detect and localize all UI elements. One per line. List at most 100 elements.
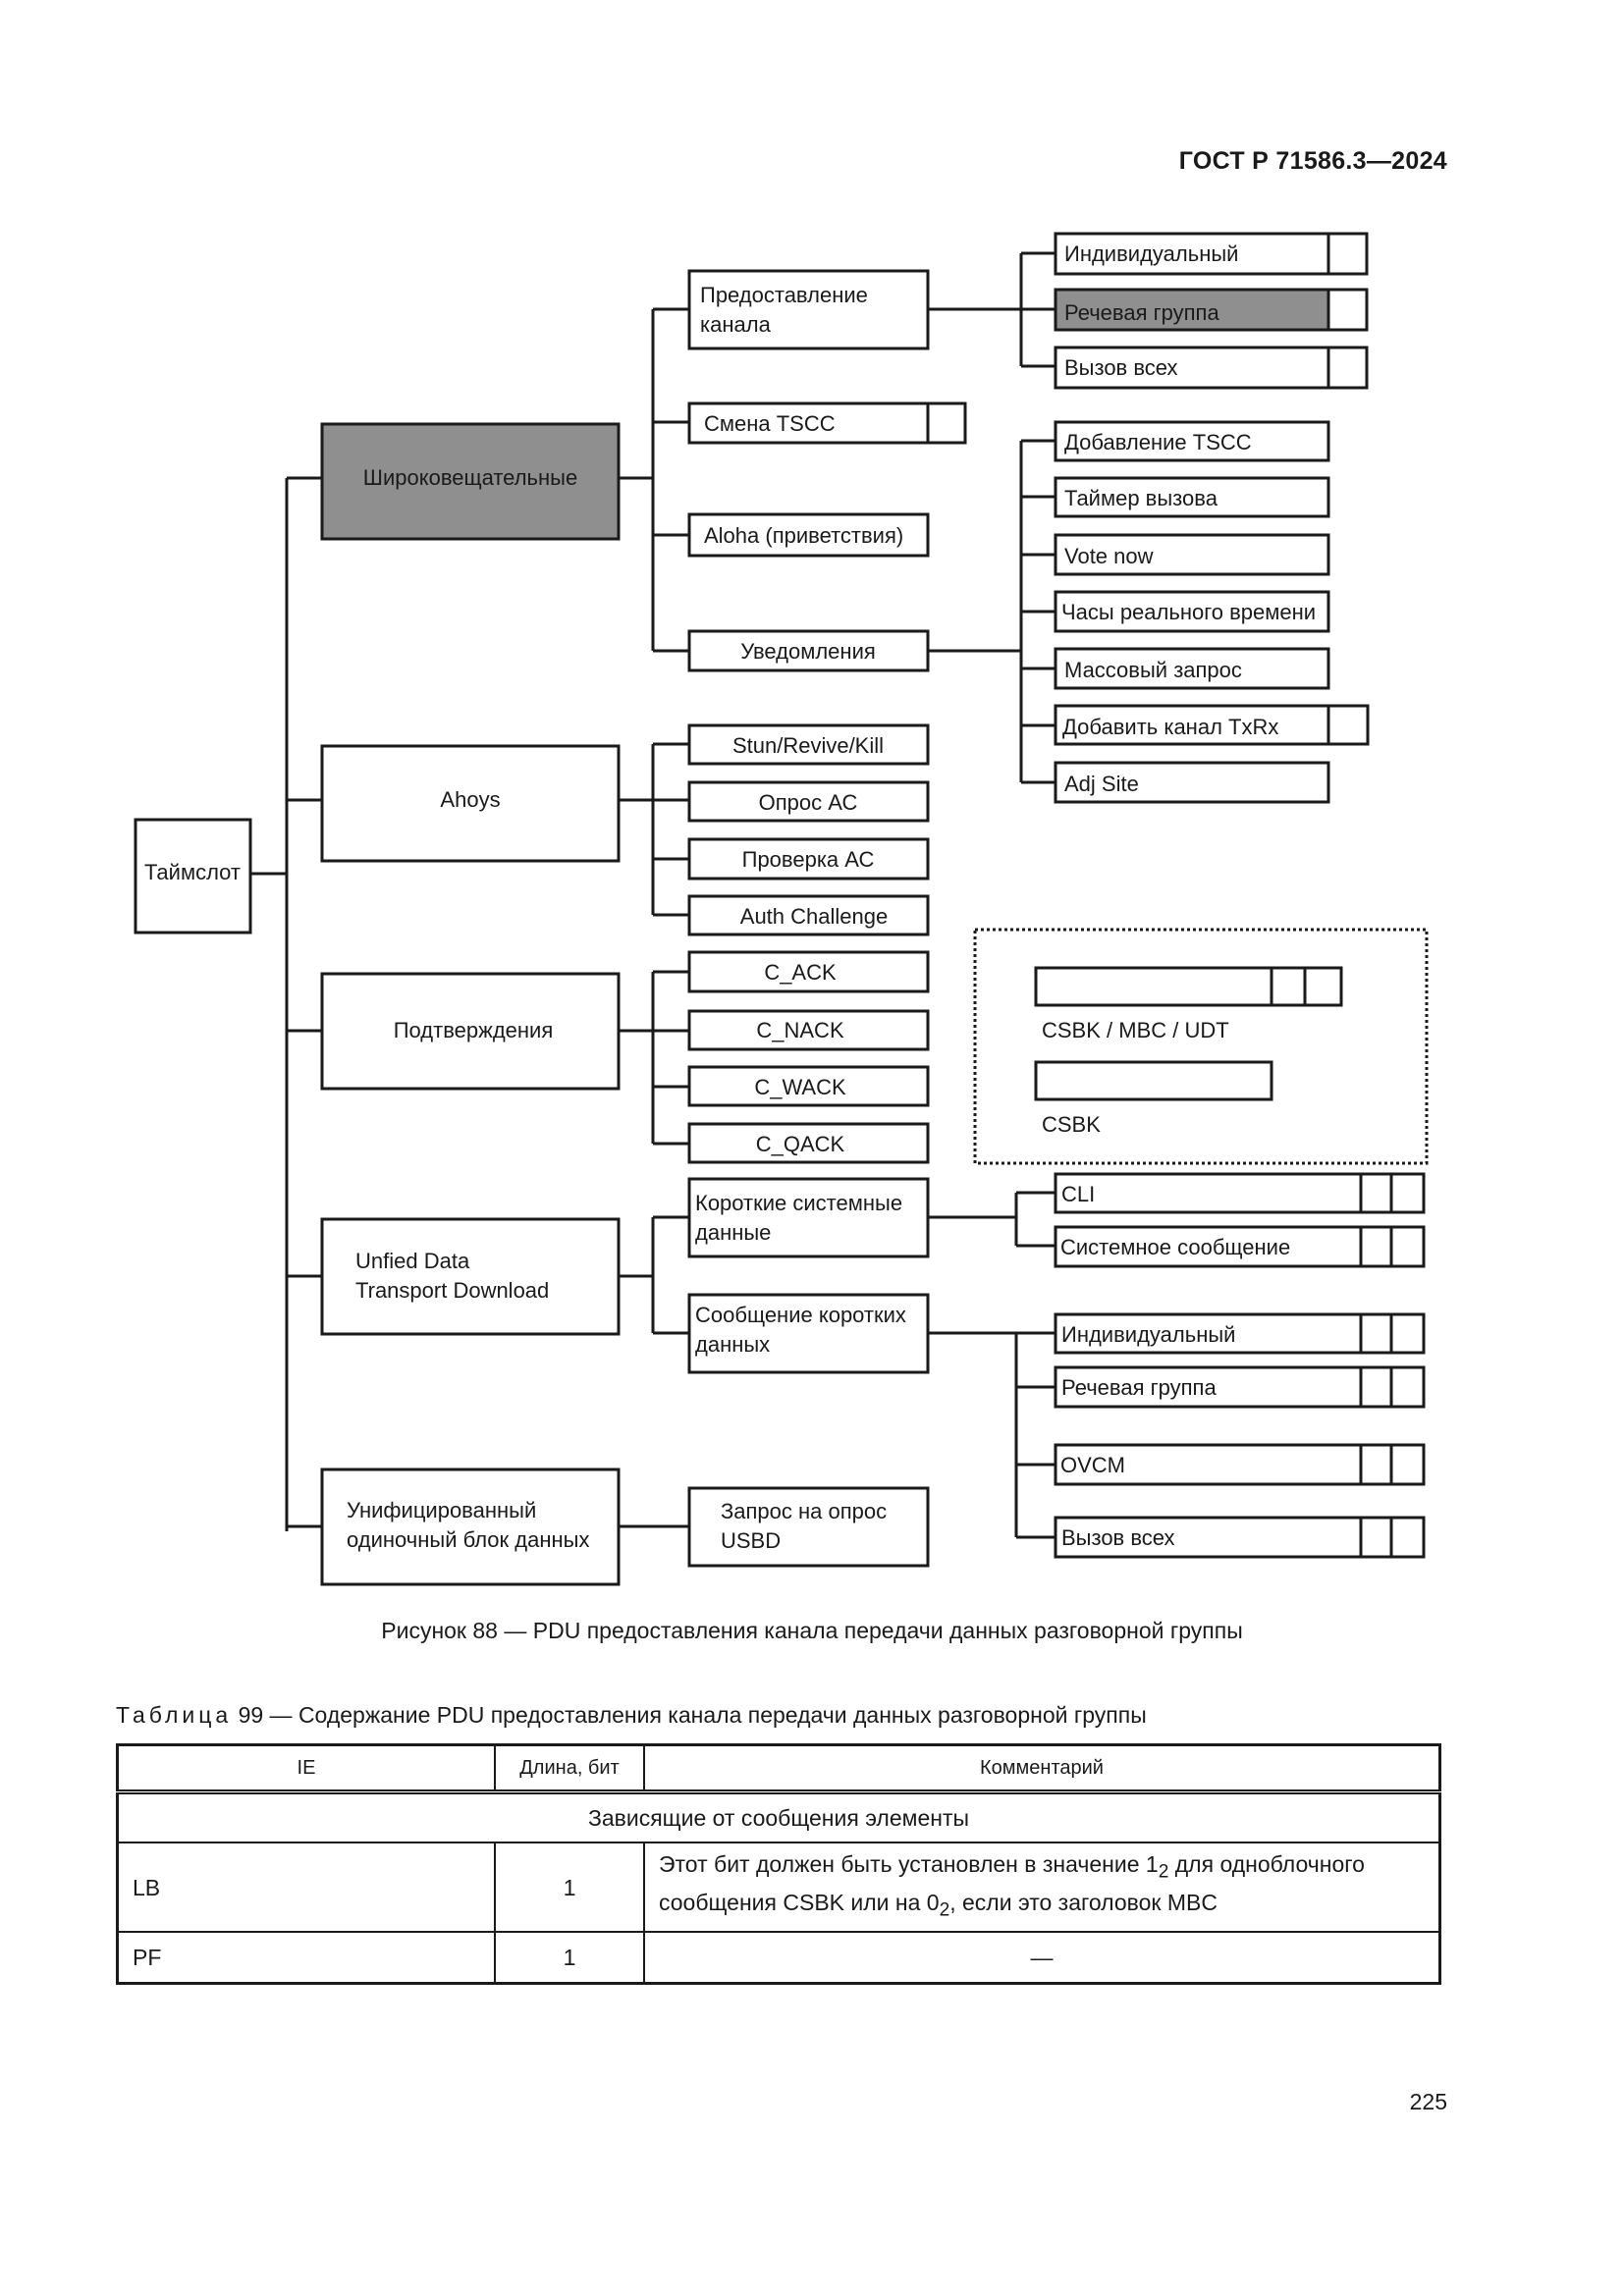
box-label: Stun/Revive/Kill bbox=[732, 733, 884, 758]
svg-text:Сообщение коротких данны: Сообщение коротких данных bbox=[695, 1303, 912, 1357]
box-sd-talkgroup: Речевая группа bbox=[1054, 1365, 1426, 1409]
table-title: Таблица 99 — Содержание PDU предоставлен… bbox=[116, 1702, 1147, 1729]
box-vote-now: Vote now bbox=[1054, 533, 1330, 576]
subscript: 2 bbox=[939, 1899, 950, 1921]
box-auth-challenge: Auth Challenge bbox=[687, 894, 930, 936]
box-label-line: данных bbox=[695, 1332, 770, 1357]
box-short-data-message: Сообщение коротких данных bbox=[687, 1293, 930, 1374]
box-label: Подтверждения bbox=[394, 1018, 554, 1042]
pdu-content-table: IE Длина, бит Комментарий Зависящие от с… bbox=[116, 1743, 1441, 1986]
box-label: C_ACK bbox=[764, 960, 837, 985]
box-label: Unfied Data Transport Download bbox=[355, 1249, 549, 1303]
subscript: 2 bbox=[1158, 1861, 1169, 1883]
connector-lines bbox=[250, 251, 1056, 1539]
box-call-timer: Таймер вызова bbox=[1054, 476, 1330, 518]
box-timeslot: Таймслот bbox=[134, 818, 252, 934]
figure-caption: Рисунок 88 — PDU предоставления канала п… bbox=[381, 1618, 1243, 1643]
cell-ie: LB bbox=[116, 1841, 496, 1934]
box-c-wack: C_WACK bbox=[687, 1065, 930, 1107]
box-label: Индивидуальный bbox=[1064, 241, 1238, 266]
box-label-line: Короткие системные bbox=[695, 1191, 902, 1215]
box-label-line: Запрос на опрос bbox=[721, 1499, 887, 1523]
svg-text:Короткие системные данны: Короткие системные данные bbox=[695, 1191, 908, 1245]
comment-text: сообщения CSBK или на 0 bbox=[659, 1889, 940, 1915]
box-label: Добавление TSCC bbox=[1064, 430, 1252, 454]
box-label: Часы реального времени bbox=[1061, 600, 1316, 624]
box-channel-grant: Предоставление канала bbox=[687, 269, 930, 350]
document-id: ГОСТ Р 71586.3—2024 bbox=[1178, 147, 1447, 175]
box-aloha: Aloha (приветствия) bbox=[687, 512, 930, 558]
cell-comment: — bbox=[643, 1931, 1441, 1985]
box-unified-single-block: Унифицированный одиночный блок данных bbox=[320, 1468, 621, 1586]
cell-ie: PF bbox=[116, 1931, 496, 1985]
header-comment: Комментарий bbox=[643, 1743, 1441, 1793]
legend: CSBK / MBC / UDT CSBK bbox=[973, 928, 1429, 1165]
box-label: C_QACK bbox=[756, 1132, 845, 1156]
table-title-text: 99 — Содержание PDU предоставления канал… bbox=[238, 1702, 1147, 1728]
box-label: Опрос АС bbox=[759, 790, 858, 815]
box-label: Vote now bbox=[1064, 544, 1154, 568]
group-label: Зависящие от сообщения элементы bbox=[116, 1790, 1441, 1843]
table-row: LB 1 Этот бит должен быть установлен в з… bbox=[116, 1841, 1441, 1934]
box-tscc-change: Смена TSCC bbox=[687, 401, 967, 445]
box-label: Унифицированный одиночный блок данных bbox=[347, 1498, 589, 1552]
box-label: C_WACK bbox=[754, 1075, 846, 1099]
table-header-row: IE Длина, бит Комментарий bbox=[116, 1743, 1441, 1793]
svg-text:Предоставление канала: Предоставление канала bbox=[700, 283, 874, 337]
box-ms-check: Проверка АС bbox=[687, 837, 930, 881]
box-sd-individual: Индивидуальный bbox=[1054, 1312, 1426, 1355]
box-cg-talkgroup: Речевая группа bbox=[1054, 288, 1369, 332]
box-short-system-data: Короткие системные данные bbox=[687, 1177, 930, 1258]
box-label-line: канала bbox=[700, 312, 772, 337]
box-notifications: Уведомления bbox=[687, 629, 930, 672]
box-label: Добавить канал TxRx bbox=[1062, 715, 1278, 739]
box-add-txrx: Добавить канал TxRx bbox=[1054, 704, 1370, 746]
header-length: Длина, бит bbox=[494, 1743, 645, 1793]
box-label: CLI bbox=[1061, 1182, 1095, 1206]
box-cg-allcall: Вызов всех bbox=[1054, 346, 1369, 390]
table-row: PF 1 — bbox=[116, 1931, 1441, 1985]
box-adj-site: Adj Site bbox=[1054, 761, 1330, 804]
svg-text:Запрос на опрос USBD: Запрос на опрос USBD bbox=[721, 1499, 893, 1553]
pdu-tree-diagram: Таймслот Широковещательные Ahoys Подтвер… bbox=[134, 232, 1429, 1586]
box-label: Речевая группа bbox=[1064, 300, 1219, 325]
box-label-line: Unfied Data bbox=[355, 1249, 470, 1273]
box-label: Речевая группа bbox=[1061, 1375, 1217, 1400]
box-stun-revive-kill: Stun/Revive/Kill bbox=[687, 723, 930, 766]
legend-label-csbk: CSBK bbox=[1042, 1112, 1101, 1137]
box-label: Широковещательные bbox=[363, 465, 577, 490]
cell-length: 1 bbox=[494, 1841, 645, 1934]
box-label: Проверка АС bbox=[742, 847, 875, 872]
table-title-word: Таблица bbox=[116, 1702, 233, 1728]
legend-label-csbk-mbc-udt: CSBK / MBC / UDT bbox=[1042, 1018, 1229, 1042]
box-label: Массовый запрос bbox=[1064, 658, 1242, 682]
box-label: C_NACK bbox=[756, 1018, 844, 1042]
box-label: Вызов всех bbox=[1064, 355, 1178, 380]
box-c-nack: C_NACK bbox=[687, 1009, 930, 1051]
box-ahoys: Ahoys bbox=[320, 744, 621, 863]
box-c-qack: C_QACK bbox=[687, 1122, 930, 1164]
box-label: Системное сообщение bbox=[1060, 1235, 1290, 1259]
box-usbd-poll-request: Запрос на опрос USBD bbox=[687, 1486, 930, 1568]
box-label: Таймслот bbox=[144, 860, 241, 884]
box-broadcast: Широковещательные bbox=[320, 422, 621, 541]
box-sd-allcall: Вызов всех bbox=[1054, 1516, 1426, 1559]
box-ovcm: OVCM bbox=[1054, 1443, 1426, 1486]
box-ms-poll: Опрос АС bbox=[687, 780, 930, 823]
box-system-message: Системное сообщение bbox=[1054, 1225, 1426, 1268]
box-label-line: данные bbox=[695, 1220, 771, 1245]
box-c-ack: C_ACK bbox=[687, 950, 930, 993]
box-label-line: одиночный блок данных bbox=[347, 1527, 589, 1552]
comment-text: , если это заголовок MBC bbox=[949, 1889, 1218, 1915]
box-label: OVCM bbox=[1060, 1453, 1125, 1477]
box-label: Adj Site bbox=[1064, 772, 1139, 796]
box-mass-request: Массовый запрос bbox=[1054, 647, 1330, 690]
box-label: Уведомления bbox=[740, 639, 876, 664]
box-cli: CLI bbox=[1054, 1172, 1426, 1214]
comment-text: Этот бит должен быть установлен в значен… bbox=[659, 1851, 1159, 1877]
box-udt-download: Unfied Data Transport Download bbox=[320, 1217, 621, 1336]
box-cg-individual: Индивидуальный bbox=[1054, 232, 1369, 276]
box-label-line: Унифицированный bbox=[347, 1498, 536, 1522]
box-label: Индивидуальный bbox=[1061, 1322, 1235, 1347]
box-label-line: Сообщение коротких bbox=[695, 1303, 906, 1327]
